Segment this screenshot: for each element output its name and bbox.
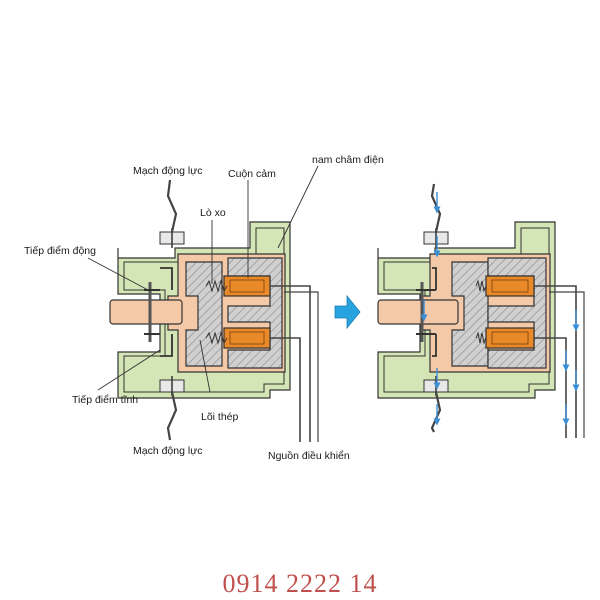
label-nguon-dieu-khien: Nguồn điều khiển	[268, 450, 350, 462]
left-fixed-core	[227, 257, 283, 369]
right-fixed-contact	[432, 267, 437, 357]
right-spring-top	[475, 279, 487, 293]
label-lo-xo: Lò xo	[200, 207, 226, 219]
label-tiep-diem-tinh: Tiếp điểm tĩnh	[72, 394, 138, 406]
left-power-wire-bottom	[166, 391, 178, 441]
left-control-wire	[270, 285, 311, 442]
left-fixed-contact	[160, 267, 173, 357]
leader-lines	[87, 165, 319, 393]
left-spring-top	[205, 279, 228, 293]
transition-arrow-icon	[334, 294, 361, 330]
right-fixed-core	[487, 257, 547, 369]
right-contactor	[377, 183, 585, 438]
label-loi-thep: Lõi thép	[201, 411, 239, 423]
left-shaft	[109, 299, 183, 325]
left-spring-bottom	[205, 331, 228, 345]
label-nam-cham-dien: nam châm điện	[312, 154, 384, 166]
right-coil-top	[485, 275, 535, 297]
phone-number: 0914 2222 14	[223, 569, 378, 598]
left-power-wire-top	[166, 179, 178, 233]
right-shaft	[377, 299, 459, 325]
current-flow-arrows	[420, 192, 580, 426]
label-tiep-diem-dong: Tiếp điểm động	[24, 245, 96, 257]
right-coil-bottom	[485, 327, 535, 349]
label-cuon-cam: Cuộn cảm	[228, 168, 276, 180]
right-spring-bottom	[475, 331, 487, 345]
label-mach-dong-luc-bottom: Mạch động lực	[133, 445, 202, 457]
left-contactor	[109, 179, 319, 442]
right-power-wire-top	[430, 183, 442, 233]
left-coil-bottom	[223, 327, 271, 349]
label-mach-dong-luc-top: Mạch động lực	[133, 165, 202, 177]
left-coil-top	[223, 275, 271, 297]
